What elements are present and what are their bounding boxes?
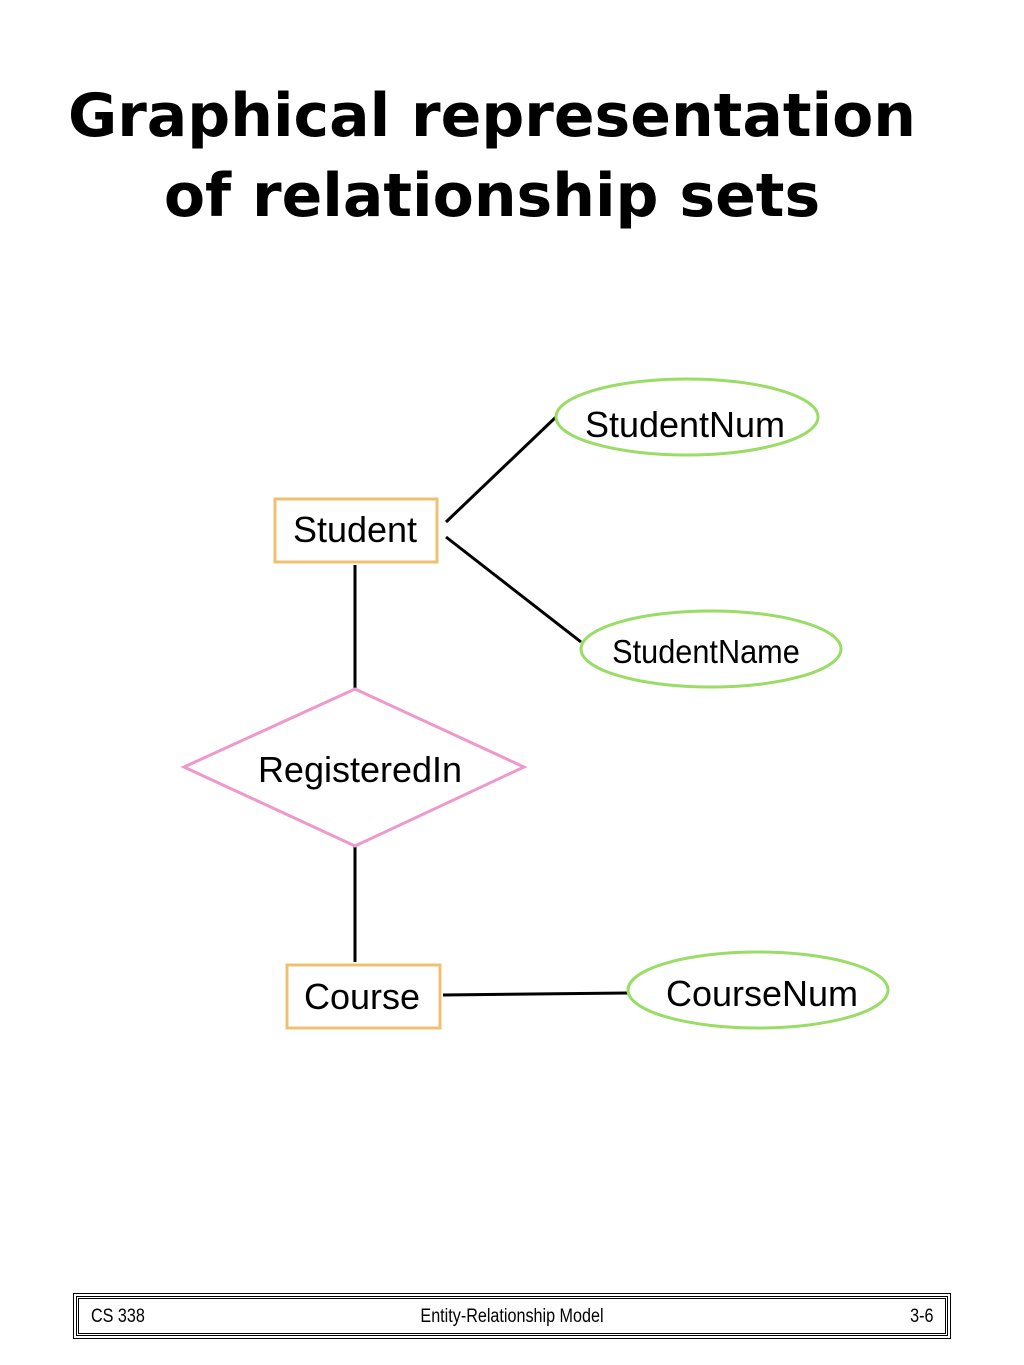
connector-student-studentname [445,535,582,644]
relationship-registeredin: RegisteredIn [180,687,528,848]
title-line-1: Graphical representation [67,81,917,151]
entity-student: Student [273,497,439,564]
entity-course-box [285,963,442,1030]
entity-student-label: Student [293,509,417,550]
attribute-coursenum-ellipse [626,950,890,1030]
slide-title: Graphical representation of relationship… [0,76,984,236]
attribute-studentname-ellipse [579,609,843,689]
attribute-studentnum-ellipse [554,377,820,457]
attribute-coursenum-label: CourseNum [666,973,858,1014]
connector-course-coursenum [442,991,629,997]
attribute-studentnum-label: StudentNum [585,404,785,445]
entity-course-label: Course [304,976,420,1017]
entity-student-box [273,497,439,564]
connector-student-studentnum [444,414,559,524]
slide-footer: CS 338 Entity-Relationship Model 3-6 [73,1293,951,1339]
title-line-2: of relationship sets [163,161,821,231]
attribute-studentname: StudentName [579,609,843,689]
footer-course-code: CS 338 [91,1306,145,1327]
entity-course: Course [285,963,442,1030]
attribute-studentnum: StudentNum [554,377,820,457]
attribute-coursenum: CourseNum [626,950,890,1030]
footer-page-number: 3-6 [909,1306,933,1327]
relationship-registeredin-label: RegisteredIn [258,749,462,790]
relationship-registeredin-diamond [180,687,528,848]
attribute-studentname-label: StudentName [612,633,800,670]
footer-topic: Entity-Relationship Model [420,1306,604,1327]
